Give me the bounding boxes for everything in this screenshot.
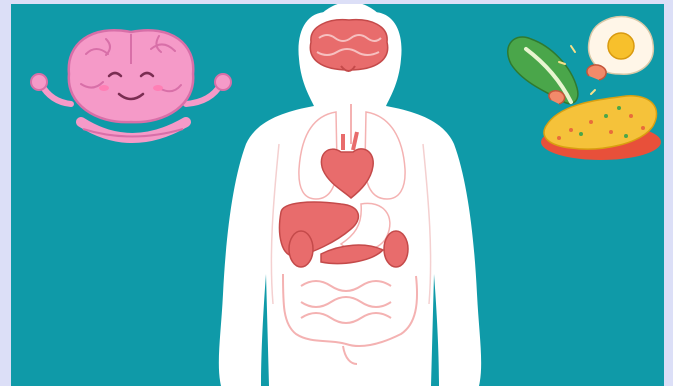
fried-egg-rice-icon: [508, 16, 661, 160]
illustration-canvas: [11, 4, 664, 386]
head-brain-icon: [310, 20, 387, 71]
meditating-brain-icon: [31, 30, 231, 138]
illustration-panel: [11, 4, 664, 386]
human-anatomy-icon: [219, 4, 481, 386]
